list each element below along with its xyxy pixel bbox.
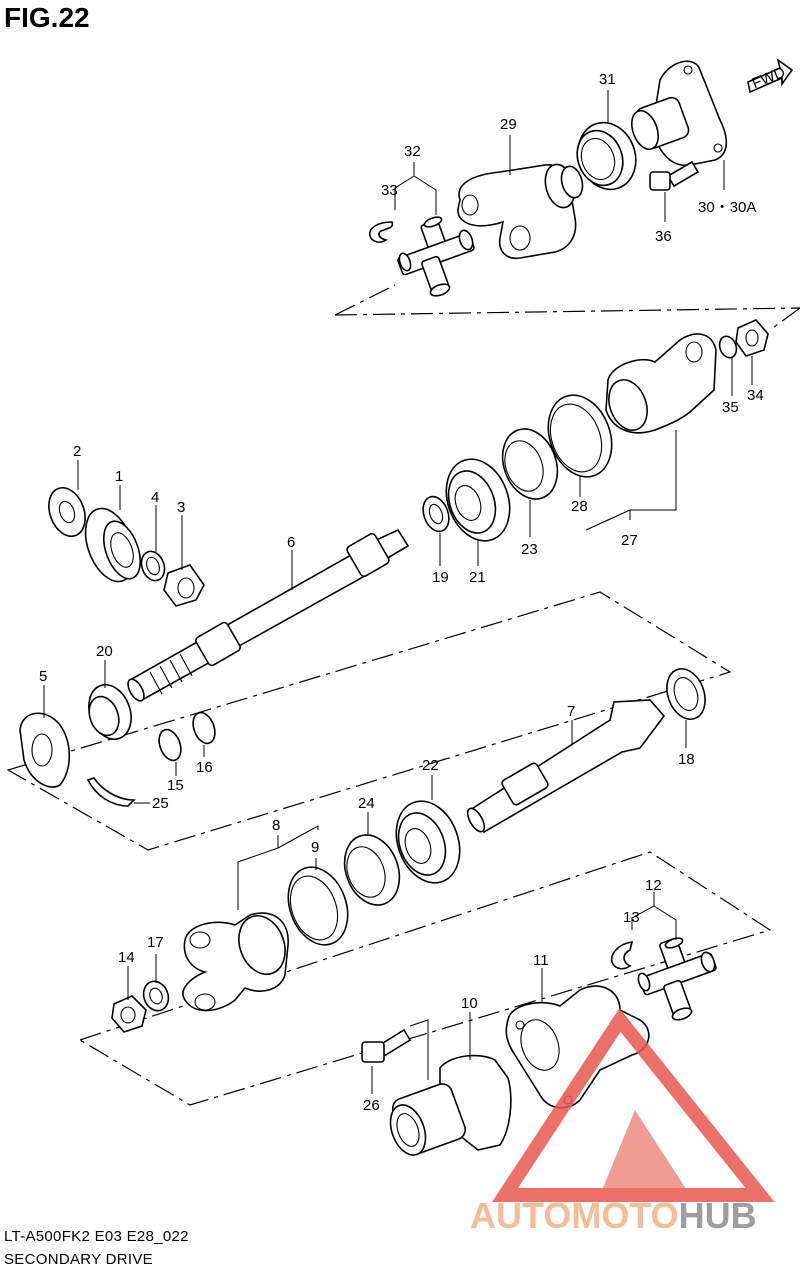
part-13-circlip xyxy=(610,941,634,970)
part-2-washer xyxy=(48,486,86,538)
part-labels: 32 33 29 31 30・30A 36 2 1 4 3 6 20 5 15 … xyxy=(39,71,764,1114)
part-36-bolt xyxy=(649,160,700,191)
part-1-gear xyxy=(84,507,142,583)
svg-text:AUTOMOTOHUB: AUTOMOTOHUB xyxy=(470,1195,757,1236)
label-p28: 28 xyxy=(571,498,588,515)
watermark-text-a: AUTOMOTO xyxy=(470,1195,679,1236)
label-p29: 29 xyxy=(500,116,517,133)
part-19-washer xyxy=(422,495,450,533)
label-p34: 34 xyxy=(747,387,764,404)
watermark-logo-icon xyxy=(492,1008,775,1202)
leader-lines xyxy=(43,90,753,1094)
part-11-yoke-flange xyxy=(505,985,650,1109)
watermark-text-b: HUB xyxy=(679,1195,757,1236)
part-18-washer xyxy=(666,668,706,720)
label-p15: 15 xyxy=(167,777,184,794)
label-p17: 17 xyxy=(147,934,164,951)
part-20-bearing xyxy=(88,684,132,740)
section-name: SECONDARY DRIVE xyxy=(4,1251,153,1268)
label-p36: 36 xyxy=(655,228,672,245)
label-p26: 26 xyxy=(363,1097,380,1114)
fwd-arrow-icon xyxy=(747,58,794,94)
label-p19: 19 xyxy=(432,569,449,586)
part-26-bolt xyxy=(361,1028,412,1063)
label-p6: 6 xyxy=(287,534,295,551)
label-p5: 5 xyxy=(39,668,47,685)
label-p35: 35 xyxy=(722,399,739,416)
part-29-yoke xyxy=(457,163,584,260)
part-4-washer xyxy=(140,550,166,582)
part-33-circlip xyxy=(368,221,394,243)
label-p27: 27 xyxy=(621,532,638,549)
part-14-nut xyxy=(111,995,147,1033)
part-10-flange xyxy=(389,1054,512,1156)
label-p2: 2 xyxy=(73,443,81,460)
label-p22: 22 xyxy=(422,757,439,774)
label-p20: 20 xyxy=(96,643,113,660)
label-p13: 13 xyxy=(623,909,640,926)
label-p16: 16 xyxy=(196,759,213,776)
part-25-circlip xyxy=(86,777,136,807)
part-31-oil-seal xyxy=(576,121,637,191)
part-5-bevel-gear xyxy=(19,712,71,788)
part-3-nut xyxy=(163,564,205,607)
label-p31: 31 xyxy=(599,71,616,88)
part-8-yoke xyxy=(182,912,289,1012)
label-p8: 8 xyxy=(272,817,280,834)
part-27-yoke xyxy=(605,333,717,434)
label-p24: 24 xyxy=(358,795,375,812)
part-24-oil-seal xyxy=(343,834,401,906)
part-9-o-ring xyxy=(287,866,349,946)
label-p33: 33 xyxy=(381,182,398,199)
label-p18: 18 xyxy=(678,751,695,768)
label-p21: 21 xyxy=(469,569,486,586)
part-35-washer xyxy=(718,335,738,359)
label-p14: 14 xyxy=(118,949,135,966)
watermark: AUTOMOTOHUB xyxy=(470,1008,775,1236)
label-p11: 11 xyxy=(533,952,549,969)
label-p23: 23 xyxy=(521,541,538,558)
label-p3: 3 xyxy=(177,499,185,516)
part-34-nut xyxy=(735,319,769,357)
label-p30: 30・30A xyxy=(698,199,756,216)
part-16-circlip xyxy=(192,711,216,745)
part-15-circlip xyxy=(158,728,182,762)
label-p10: 10 xyxy=(461,995,478,1012)
label-p7: 7 xyxy=(567,703,575,720)
part-21-bearing xyxy=(445,458,511,542)
part-23-oil-seal xyxy=(501,428,559,500)
label-p1: 1 xyxy=(115,468,123,485)
label-p25: 25 xyxy=(152,795,169,812)
part-22-bearing xyxy=(395,800,461,884)
figure-title: FIG.22 xyxy=(4,2,90,33)
part-17-washer xyxy=(142,980,170,1012)
group-outlines xyxy=(6,284,800,1106)
part-7-shaft xyxy=(466,699,666,834)
label-p9: 9 xyxy=(311,839,319,856)
fwd-label: FWD xyxy=(750,64,788,93)
part-32-universal-joint-cross xyxy=(397,216,475,297)
model-code: LT-A500FK2 E03 E28_022 xyxy=(4,1228,189,1245)
label-p12: 12 xyxy=(645,877,662,894)
part-12-universal-joint-cross xyxy=(637,937,717,1021)
part-28-o-ring xyxy=(547,394,613,478)
part-30-flange xyxy=(631,60,728,166)
label-p32: 32 xyxy=(404,143,421,160)
label-p4: 4 xyxy=(151,489,159,506)
part-6-shaft xyxy=(127,528,410,702)
